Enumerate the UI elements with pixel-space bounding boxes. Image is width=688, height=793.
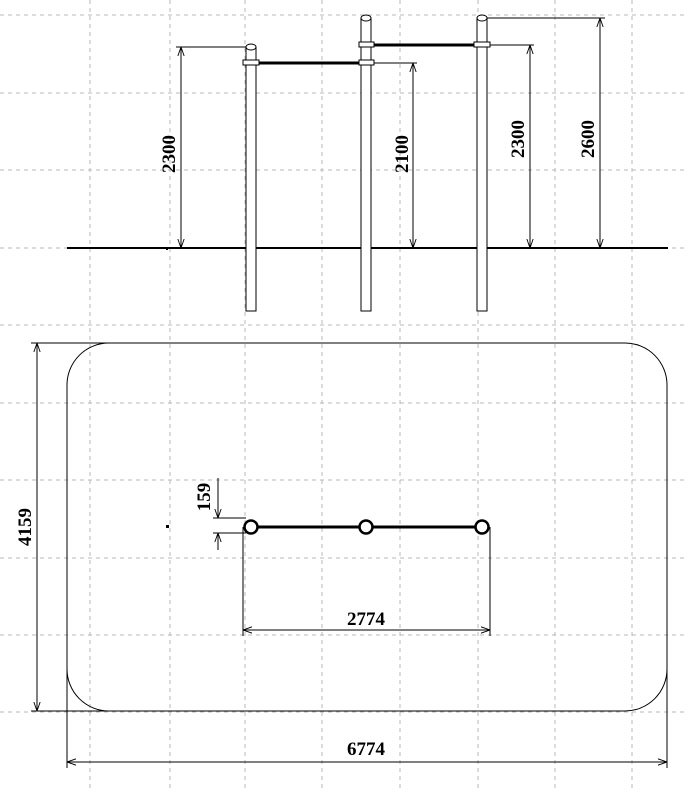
ground-mark [166, 248, 168, 250]
right-post [476, 17, 488, 312]
right-post-cap [476, 14, 488, 22]
plan-middle-post [358, 519, 374, 535]
dimension-left-post-height: 2300 [159, 46, 246, 248]
dimension-bar-offset: 159 [194, 478, 246, 550]
dimension-high-bar-height: 2600 [487, 17, 605, 248]
dim-label-total-width: 6774 [347, 739, 386, 760]
high-bar-clamp-right [473, 41, 491, 48]
dim-label-bar-offset: 159 [194, 483, 215, 512]
high-bar-clamp-left [358, 41, 375, 48]
plan-right-post [474, 519, 490, 535]
elevation-view: 2300 2100 2300 2600 [67, 14, 668, 312]
dim-label-total-depth: 4159 [15, 508, 36, 546]
safety-zone-outline [66, 342, 668, 712]
left-post-cap [245, 43, 257, 51]
dim-label-right-post-height: 2300 [508, 120, 529, 158]
dimension-right-post-height: 2300 [490, 44, 534, 248]
plan-left-post [243, 519, 259, 535]
dimension-total-width: 6774 [66, 668, 668, 768]
left-post [245, 46, 257, 312]
low-bar-clamp-right [358, 59, 375, 66]
dimension-post-span: 2774 [242, 527, 491, 636]
middle-post-cap [360, 14, 372, 22]
plan-view: 159 2774 4159 6774 [15, 342, 668, 768]
dim-label-low-bar-height: 2100 [392, 135, 413, 173]
dimension-total-depth: 4159 [15, 342, 109, 712]
dimension-low-bar-height: 2100 [374, 62, 417, 248]
plan-center-mark [166, 525, 169, 528]
low-bar-clamp-left [242, 59, 260, 66]
dim-label-left-post-height: 2300 [159, 135, 180, 173]
dim-label-high-bar-height: 2600 [578, 120, 599, 158]
dim-label-post-span: 2774 [347, 609, 386, 630]
